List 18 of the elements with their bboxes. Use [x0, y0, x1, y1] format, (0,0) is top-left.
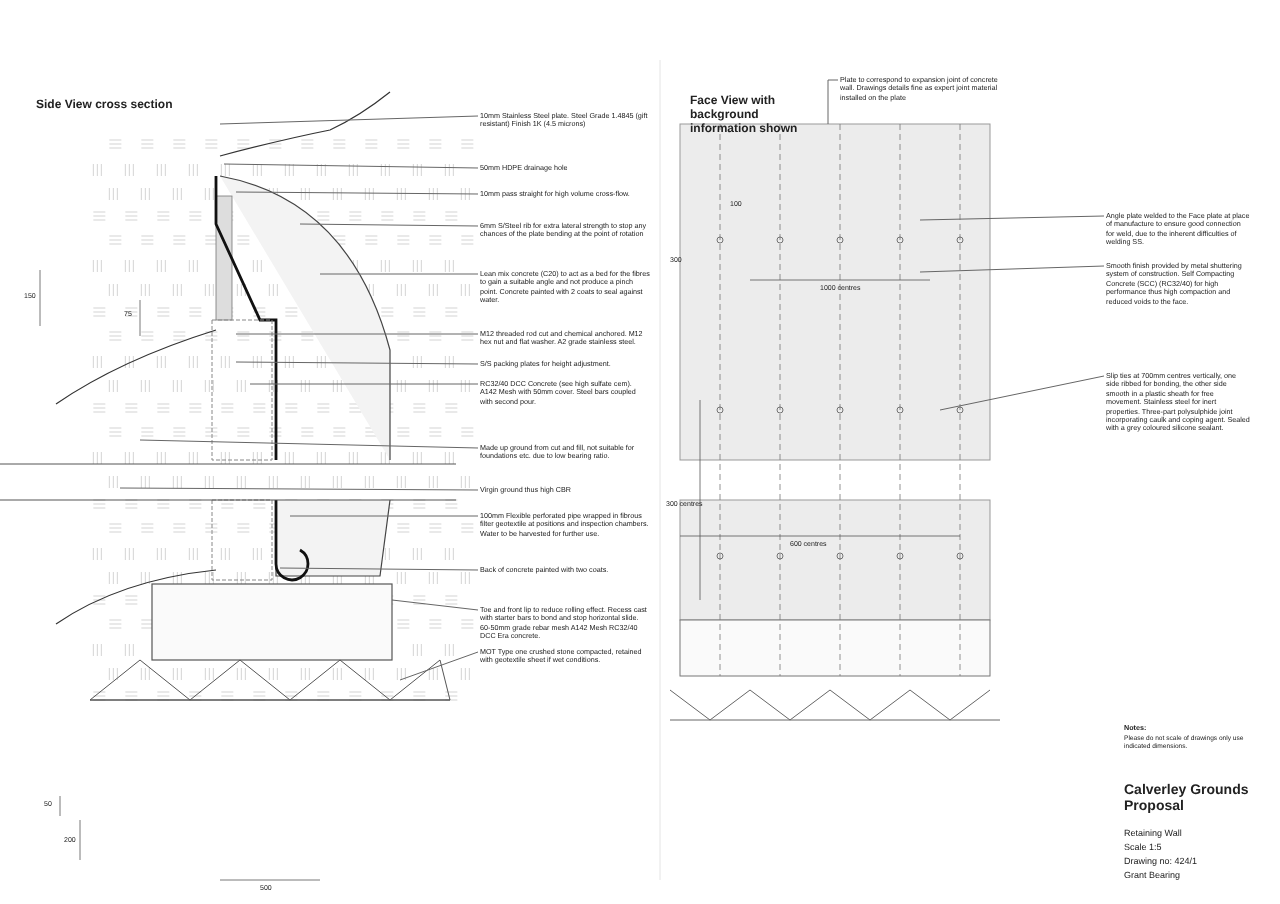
- leader-line: [249, 383, 479, 385]
- leader-line: [399, 651, 479, 681]
- leader-line: [289, 515, 479, 517]
- leader-line: [827, 79, 839, 125]
- leader-line: [223, 163, 479, 169]
- leader-line: [919, 265, 1105, 273]
- leader-line: [319, 273, 479, 275]
- leader-line: [235, 361, 479, 365]
- leader-line: [235, 191, 479, 195]
- leader-line: [119, 487, 479, 491]
- leader-line: [299, 223, 479, 227]
- leader-line: [235, 333, 479, 335]
- leader-line: [219, 115, 479, 125]
- leader-line: [279, 567, 479, 571]
- leader-line: [391, 599, 479, 611]
- leader-line: [139, 439, 479, 449]
- leader-line: [939, 375, 1105, 411]
- leader-line: [919, 215, 1105, 221]
